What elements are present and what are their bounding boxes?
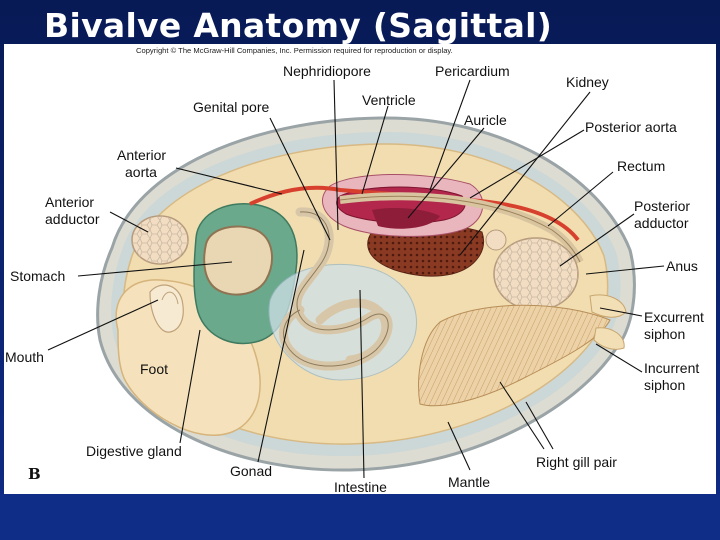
label-rectum: Rectum xyxy=(617,158,665,175)
label-incurrent-line2: siphon xyxy=(644,377,699,394)
label-anterior-aorta: Anterior aorta xyxy=(117,147,166,181)
label-excurrent-line1: Excurrent xyxy=(644,309,704,326)
label-intestine: Intestine xyxy=(334,479,387,496)
label-excurrent-siphon: Excurrent siphon xyxy=(644,309,704,343)
label-stomach: Stomach xyxy=(10,268,65,285)
label-incurrent-line1: Incurrent xyxy=(644,360,699,377)
label-posterior-adductor-line1: Posterior xyxy=(634,198,690,215)
panel-letter: B xyxy=(28,465,41,483)
label-gonad: Gonad xyxy=(230,463,272,480)
label-genital-pore: Genital pore xyxy=(193,99,269,116)
label-mantle: Mantle xyxy=(448,474,490,491)
label-pericardium: Pericardium xyxy=(435,63,510,80)
label-foot: Foot xyxy=(140,361,168,378)
label-mouth: Mouth xyxy=(5,349,44,366)
label-posterior-adductor-line2: adductor xyxy=(634,215,690,232)
label-digestive-gland: Digestive gland xyxy=(86,443,182,460)
label-right-gill-pair: Right gill pair xyxy=(536,454,617,471)
label-anterior-adductor: Anterior adductor xyxy=(45,194,99,228)
label-kidney: Kidney xyxy=(566,74,609,91)
label-nephridiopore: Nephridiopore xyxy=(283,63,371,80)
label-posterior-aorta: Posterior aorta xyxy=(585,119,677,136)
label-anterior-aorta-line2: aorta xyxy=(117,164,166,181)
copyright-notice: Copyright © The McGraw-Hill Companies, I… xyxy=(136,46,453,55)
label-anterior-aorta-line1: Anterior xyxy=(117,147,166,164)
stomach xyxy=(204,226,272,294)
label-incurrent-siphon: Incurrent siphon xyxy=(644,360,699,394)
label-anterior-adductor-line1: Anterior xyxy=(45,194,99,211)
label-auricle: Auricle xyxy=(464,112,507,129)
label-anus: Anus xyxy=(666,258,698,275)
label-excurrent-line2: siphon xyxy=(644,326,704,343)
label-ventricle: Ventricle xyxy=(362,92,416,109)
label-anterior-adductor-line2: adductor xyxy=(45,211,99,228)
label-posterior-adductor: Posterior adductor xyxy=(634,198,690,232)
